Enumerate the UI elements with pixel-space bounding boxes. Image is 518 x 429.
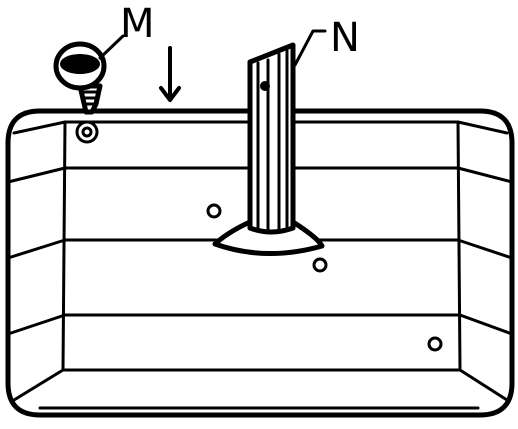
screw-hole (75, 120, 99, 144)
tray-outer-rim (5, 108, 515, 418)
post-n (247, 42, 296, 235)
screw-m (53, 41, 107, 115)
post-pin (260, 81, 270, 91)
hole-right (312, 257, 328, 273)
down-arrow-icon (159, 46, 181, 102)
post-flange (212, 219, 325, 257)
leader-n (293, 29, 327, 67)
corner-bevels (12, 120, 509, 410)
hole-bottom-right (427, 336, 443, 352)
label-n: N (330, 15, 360, 61)
label-m: M (120, 1, 155, 47)
hole-center (206, 203, 222, 219)
leader-m (98, 34, 125, 60)
